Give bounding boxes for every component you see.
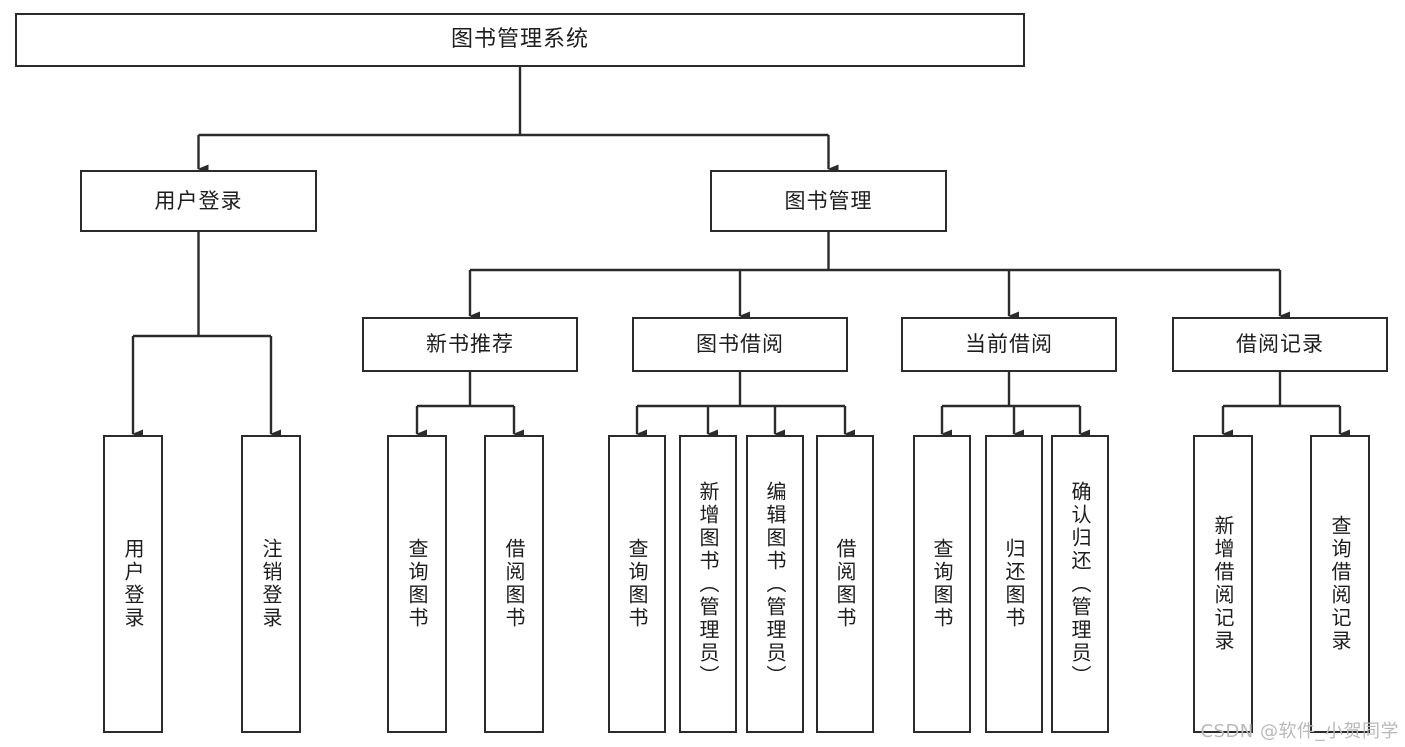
node-l-bw-add[interactable]: 新增图书（管理员） [679, 435, 737, 733]
node-label: 查询图书 [625, 538, 649, 630]
node-label: 编辑图书（管理员） [763, 480, 787, 688]
node-borrow[interactable]: 图书借阅 [632, 317, 848, 372]
node-root[interactable]: 图书管理系统 [15, 13, 1025, 67]
node-bookmgmt[interactable]: 图书管理 [710, 170, 947, 232]
node-l-bw-edit[interactable]: 编辑图书（管理员） [746, 435, 804, 733]
node-l-cu-query[interactable]: 查询图书 [913, 435, 971, 733]
node-label: 图书借阅 [696, 332, 784, 357]
node-label: 新增图书（管理员） [696, 480, 720, 688]
node-label: 借阅图书 [502, 538, 526, 630]
node-label: 查询图书 [930, 538, 954, 630]
node-l-bw-query[interactable]: 查询图书 [608, 435, 666, 733]
node-l-cu-return[interactable]: 归还图书 [985, 435, 1043, 733]
node-l-rc-query[interactable]: 查询借阅记录 [1310, 435, 1370, 733]
node-label: 确认归还（管理员） [1068, 480, 1092, 688]
node-label: 借阅记录 [1236, 332, 1324, 357]
node-label: 借阅图书 [833, 538, 857, 630]
edges [131, 67, 1350, 439]
node-label: 图书管理 [784, 188, 873, 213]
node-l-nb-query[interactable]: 查询图书 [387, 435, 447, 733]
node-l-logout[interactable]: 注销登录 [241, 435, 301, 733]
node-label: 新增借阅记录 [1211, 515, 1235, 653]
node-label: 图书管理系统 [450, 27, 589, 53]
node-l-nb-borrow[interactable]: 借阅图书 [484, 435, 544, 733]
node-l-login[interactable]: 用户登录 [103, 435, 163, 733]
node-label: 归还图书 [1002, 538, 1026, 630]
node-l-bw-borrow[interactable]: 借阅图书 [816, 435, 874, 733]
node-label: 当前借阅 [965, 332, 1053, 357]
node-l-rc-add[interactable]: 新增借阅记录 [1193, 435, 1253, 733]
node-label: 用户登录 [154, 188, 243, 213]
node-label: 查询借阅记录 [1328, 515, 1352, 653]
node-records[interactable]: 借阅记录 [1172, 317, 1388, 372]
node-label: 注销登录 [259, 538, 283, 630]
node-login[interactable]: 用户登录 [80, 170, 317, 232]
node-label: 用户登录 [121, 538, 145, 630]
node-newbook[interactable]: 新书推荐 [362, 317, 578, 372]
node-current[interactable]: 当前借阅 [901, 317, 1117, 372]
node-label: 新书推荐 [426, 332, 514, 357]
node-l-cu-conf[interactable]: 确认归还（管理员） [1051, 435, 1109, 733]
watermark-label: CSDN @软件_小贺同学 [1200, 721, 1399, 742]
node-label: 查询图书 [405, 538, 429, 630]
